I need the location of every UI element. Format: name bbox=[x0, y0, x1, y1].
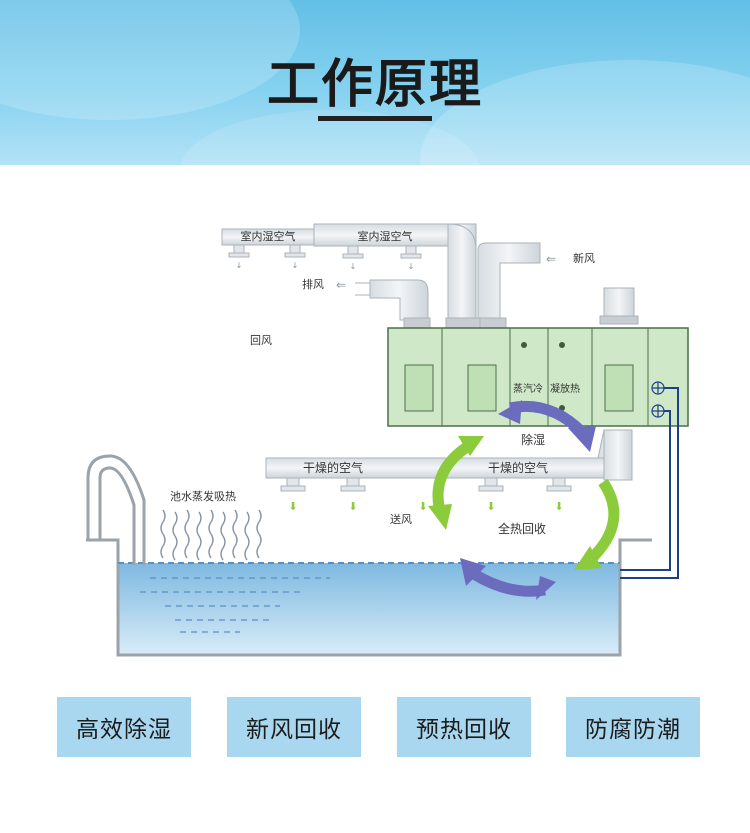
feature-anticorrosion: 防腐防潮 bbox=[566, 697, 700, 757]
svg-text:↓: ↓ bbox=[408, 262, 415, 271]
svg-text:⬇: ⬇ bbox=[554, 500, 563, 513]
label-indoor-humid-1: 室内湿空气 bbox=[241, 229, 296, 243]
svg-text:↓: ↓ bbox=[350, 262, 357, 271]
heating-pipe-supply bbox=[620, 387, 679, 579]
duct-exhaust bbox=[369, 279, 429, 321]
feature-preheat-recovery: 预热回收 bbox=[397, 697, 531, 757]
unit-door bbox=[604, 364, 634, 412]
feature-list: 高效除湿 新风回收 预热回收 防腐防潮 bbox=[0, 697, 750, 757]
humid-air-ducts: ↓ ↓ ↓ ↓ bbox=[221, 223, 639, 329]
label-exhaust: 排风 bbox=[302, 277, 324, 291]
duct-fresh-air bbox=[477, 242, 541, 321]
feature-high-efficiency-dehumidify: 高效除湿 bbox=[57, 697, 191, 757]
unit-door bbox=[404, 364, 434, 412]
page-title: 工作原理 bbox=[266, 55, 483, 115]
svg-text:⬇: ⬇ bbox=[348, 500, 357, 513]
vapor-lines bbox=[160, 509, 262, 561]
svg-text:⇐: ⇐ bbox=[546, 252, 556, 266]
pool bbox=[86, 454, 652, 657]
duct-riser bbox=[447, 223, 477, 321]
svg-text:⬇: ⬇ bbox=[418, 500, 427, 513]
label-supply-air: 送风 bbox=[390, 512, 412, 526]
label-dry-air-2: 干燥的空气 bbox=[488, 460, 548, 475]
heating-pipe-return bbox=[620, 410, 671, 571]
pool-wall bbox=[86, 538, 652, 657]
label-return-air: 回风 bbox=[250, 334, 272, 347]
label-condense-heat: 凝放热 bbox=[550, 382, 580, 395]
air-handling-unit bbox=[387, 327, 689, 427]
label-dry-air-1: 干燥的空气 bbox=[303, 460, 363, 475]
svg-text:⬇: ⬇ bbox=[486, 500, 495, 513]
circulation-arrows bbox=[428, 400, 620, 600]
label-dehumidify: 除湿 bbox=[521, 432, 545, 447]
supply-air-duct: ⬇ ⬇ ⬇ ⬇ ⬇ bbox=[265, 429, 633, 513]
label-steam-cool: 蒸汽冷 bbox=[513, 382, 543, 395]
title-underline bbox=[318, 116, 432, 121]
pool-ladder bbox=[98, 466, 136, 565]
feature-fresh-air-recovery: 新风回收 bbox=[227, 697, 361, 757]
flow-arrows: ⇐ ⇐ bbox=[336, 252, 556, 292]
green-arrow-left bbox=[432, 440, 474, 514]
pool-water bbox=[118, 563, 620, 655]
exhaust-fan-housing bbox=[603, 287, 635, 321]
svg-text:⇐: ⇐ bbox=[336, 278, 346, 292]
green-arrow-right bbox=[586, 478, 620, 564]
label-indoor-humid-2: 室内湿空气 bbox=[358, 229, 413, 243]
label-fresh-air: 新风 bbox=[573, 251, 595, 265]
svg-text:⬇: ⬇ bbox=[288, 500, 297, 513]
svg-text:↓: ↓ bbox=[236, 261, 243, 270]
label-heat-recovery: 全热回收 bbox=[498, 521, 546, 536]
working-principle-diagram: ↓ ↓ ↓ ↓ bbox=[86, 223, 689, 657]
label-pool-evaporation: 池水蒸发吸热 bbox=[170, 489, 236, 503]
header-banner: 工作原理 bbox=[0, 0, 750, 165]
svg-text:↓: ↓ bbox=[292, 261, 299, 270]
unit-door bbox=[467, 364, 497, 412]
